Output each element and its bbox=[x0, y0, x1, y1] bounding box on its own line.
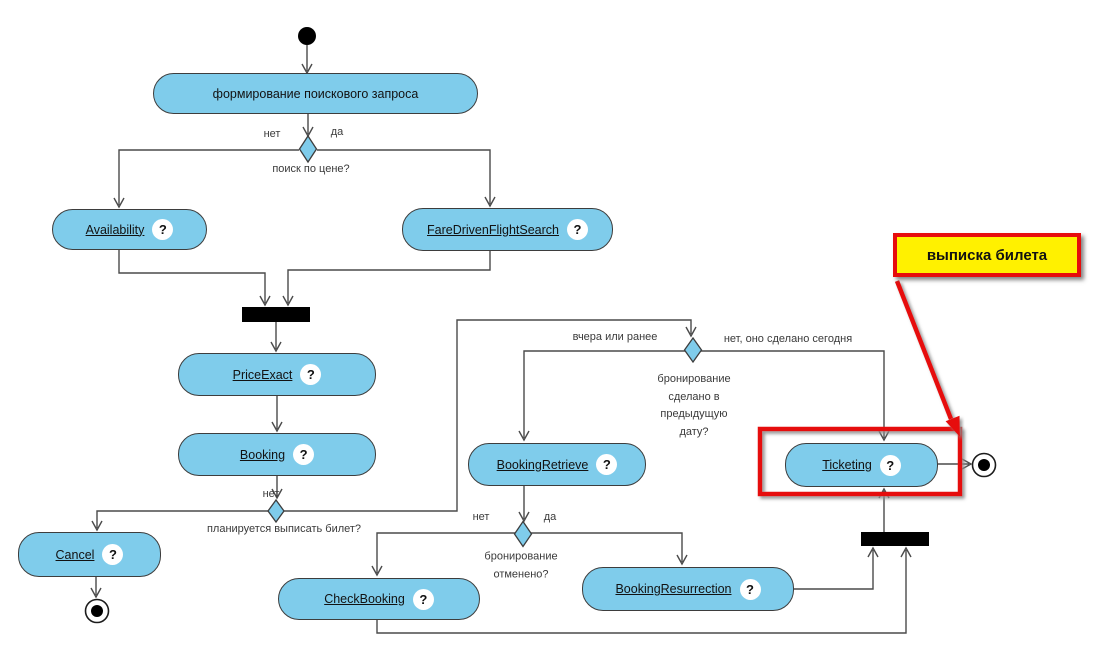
action-label-availability[interactable]: Availability bbox=[85, 222, 145, 237]
annotation-callout: выписка билета bbox=[893, 233, 1081, 277]
question-search-by-price: поиск по цене? bbox=[272, 163, 350, 176]
help-icon-fare-driven-flight-search[interactable]: ? bbox=[567, 219, 588, 240]
guard-cancelled-no: нет bbox=[472, 511, 490, 524]
edge-fdfs-to-join bbox=[287, 251, 491, 303]
edge-availability-to-join-arrowhead bbox=[259, 295, 271, 307]
annotation-callout-text: выписка билета bbox=[926, 246, 1048, 264]
action-node-cancel[interactable]: Cancel? bbox=[18, 532, 161, 577]
edge-resurrection-to-join bbox=[794, 550, 874, 590]
guard-cancelled-yes: да bbox=[543, 511, 557, 524]
action-node-price-exact[interactable]: PriceExact? bbox=[178, 353, 376, 396]
action-node-availability[interactable]: Availability? bbox=[52, 209, 207, 250]
action-label-price-exact[interactable]: PriceExact bbox=[232, 367, 293, 382]
edge-plan-yes-to-prevdate-decision-arrowhead bbox=[685, 326, 697, 338]
question-booking-prev-date: бронирование сделано в предыдущую дату? bbox=[657, 372, 731, 438]
edge-ticketing-to-end-arrowhead bbox=[961, 458, 973, 470]
help-icon-price-exact[interactable]: ? bbox=[300, 364, 322, 385]
edge-checkbooking-loop-to-join-arrowhead bbox=[900, 546, 912, 558]
end-after-cancel-core bbox=[91, 605, 103, 617]
edge-checkbooking-loop-to-join bbox=[376, 550, 907, 634]
edge-bookingretrieve-to-cancelled-decision-arrowhead bbox=[518, 511, 530, 523]
help-icon-check-booking[interactable]: ? bbox=[412, 588, 434, 610]
action-node-booking-resurrection[interactable]: BookingResurrection? bbox=[582, 567, 794, 611]
join-before-ticketing bbox=[861, 532, 929, 546]
edge-join-to-priceexact-arrowhead bbox=[270, 341, 282, 353]
decision-plan-ticket bbox=[267, 498, 285, 524]
question-plan-ticket: планируется выписать билет? bbox=[206, 523, 362, 536]
help-icon-availability[interactable]: ? bbox=[152, 219, 174, 240]
guard-yesterday-or-earlier: вчера или ранее bbox=[572, 331, 658, 344]
help-icon-cancel[interactable]: ? bbox=[102, 544, 124, 565]
action-label-booking[interactable]: Booking bbox=[239, 447, 286, 462]
edge-prevdate-to-bookingretrieve-arrowhead bbox=[518, 430, 530, 442]
action-label-booking-resurrection[interactable]: BookingResurrection bbox=[615, 582, 732, 596]
action-label-ticketing[interactable]: Ticketing bbox=[822, 458, 872, 472]
help-icon-booking-retrieve[interactable]: ? bbox=[596, 454, 618, 475]
edge-cancelled-yes-to-resurrection-arrowhead bbox=[676, 554, 688, 566]
edge-plan-no-to-cancel bbox=[96, 510, 268, 528]
action-node-check-booking[interactable]: CheckBooking? bbox=[278, 578, 480, 620]
edge-plan-no-to-cancel-arrowhead bbox=[91, 520, 103, 532]
help-icon-booking[interactable]: ? bbox=[293, 444, 315, 465]
edge-prevdate-to-bookingretrieve bbox=[523, 350, 685, 438]
guard-price-no: нет bbox=[263, 128, 281, 141]
edge-prevdate-to-ticketing bbox=[701, 350, 885, 438]
edge-cancelled-no-to-checkbooking-arrowhead bbox=[371, 565, 383, 577]
decision-search-by-price bbox=[298, 134, 318, 164]
guard-made-today: нет, оно сделано сегодня bbox=[723, 333, 853, 346]
question-booking-cancelled: бронирование отменено? bbox=[484, 550, 558, 580]
edge-resurrection-to-join-arrowhead bbox=[867, 546, 879, 558]
action-label-check-booking[interactable]: CheckBooking bbox=[324, 592, 405, 606]
decision-booking-prev-date bbox=[683, 336, 703, 364]
edge-availability-to-join bbox=[118, 250, 266, 303]
edge-fdfs-to-join-arrowhead bbox=[282, 295, 294, 307]
join-search-results bbox=[242, 307, 310, 322]
action-node-booking-retrieve[interactable]: BookingRetrieve? bbox=[468, 443, 646, 486]
action-label-format-search-query: формирование поискового запроса bbox=[212, 86, 419, 101]
action-label-booking-retrieve[interactable]: BookingRetrieve bbox=[496, 457, 589, 472]
action-node-booking[interactable]: Booking? bbox=[178, 433, 376, 476]
action-node-ticketing[interactable]: Ticketing? bbox=[785, 443, 938, 487]
action-node-format-search-query: формирование поискового запроса bbox=[153, 73, 478, 114]
action-label-cancel[interactable]: Cancel bbox=[55, 547, 95, 562]
edge-plan-yes-to-prevdate-decision bbox=[284, 319, 692, 512]
edge-priceexact-to-booking-arrowhead bbox=[271, 421, 283, 433]
edge-cancelled-no-to-checkbooking bbox=[376, 532, 515, 573]
edge-price-no-to-availability-arrowhead bbox=[113, 197, 125, 209]
guard-price-yes: да bbox=[330, 126, 344, 139]
edge-price-yes-to-fdfs-arrowhead bbox=[484, 196, 496, 208]
end-after-ticketing-core bbox=[978, 459, 990, 471]
action-label-fare-driven-flight-search[interactable]: FareDrivenFlightSearch bbox=[427, 222, 559, 237]
help-icon-ticketing[interactable]: ? bbox=[879, 454, 901, 476]
edge-cancelled-yes-to-resurrection bbox=[531, 532, 683, 562]
help-icon-booking-resurrection[interactable]: ? bbox=[739, 578, 761, 600]
start bbox=[298, 27, 316, 45]
decision-booking-cancelled bbox=[513, 520, 533, 548]
edge-booking-to-plan-decision-arrowhead bbox=[271, 488, 283, 500]
guard-plan-no: нет bbox=[262, 488, 280, 501]
action-node-fare-driven-flight-search[interactable]: FareDrivenFlightSearch? bbox=[402, 208, 613, 251]
edge-price-no-to-availability bbox=[118, 149, 299, 205]
edge-price-yes-to-fdfs bbox=[317, 149, 491, 204]
edge-cancel-to-end-arrowhead bbox=[90, 587, 102, 599]
